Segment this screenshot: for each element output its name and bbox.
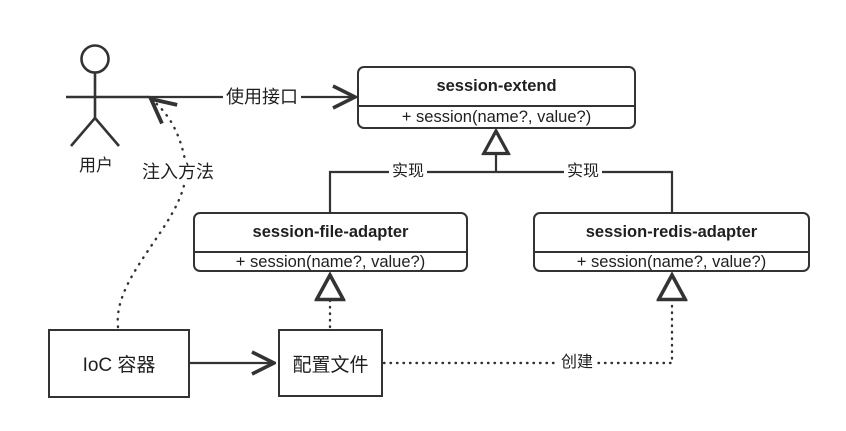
class-box-session-extend[interactable]: session-extend + session(name?, value?) (357, 66, 636, 129)
actor-leg-right (94, 117, 120, 147)
class-box-session-file-adapter[interactable]: session-file-adapter + session(name?, va… (193, 212, 468, 272)
edge-inject-method-line (116, 99, 188, 329)
edge-label-realize-redis: 实现 (563, 163, 603, 181)
class-title-session-redis-adapter: session-redis-adapter (535, 214, 808, 253)
node-box-config-file[interactable]: 配置文件 (278, 329, 383, 397)
actor-head-icon (80, 44, 110, 74)
class-operations-session-extend: + session(name?, value?) (401, 107, 592, 126)
edge-label-create: 创建 (557, 354, 597, 372)
edge-label-use-interface: 使用接口 (223, 87, 301, 107)
class-operations-session-file-adapter: + session(name?, value?) (235, 253, 426, 271)
class-operations-session-redis-adapter: + session(name?, value?) (576, 253, 767, 271)
edge-realize-bar (328, 170, 674, 212)
actor-leg-left (70, 117, 96, 147)
edge-create-line (382, 275, 672, 365)
actor-user-glyph (66, 44, 150, 147)
class-box-session-redis-adapter[interactable]: session-redis-adapter + session(name?, v… (533, 212, 810, 272)
class-title-session-file-adapter: session-file-adapter (195, 214, 466, 253)
class-title-session-extend: session-extend (359, 68, 634, 107)
edge-label-realize-file: 实现 (388, 163, 428, 181)
edge-label-inject-method: 注入方法 (139, 162, 217, 182)
actor-user-label: 用户 (79, 156, 113, 175)
node-box-ioc-container[interactable]: IoC 容器 (48, 329, 190, 398)
